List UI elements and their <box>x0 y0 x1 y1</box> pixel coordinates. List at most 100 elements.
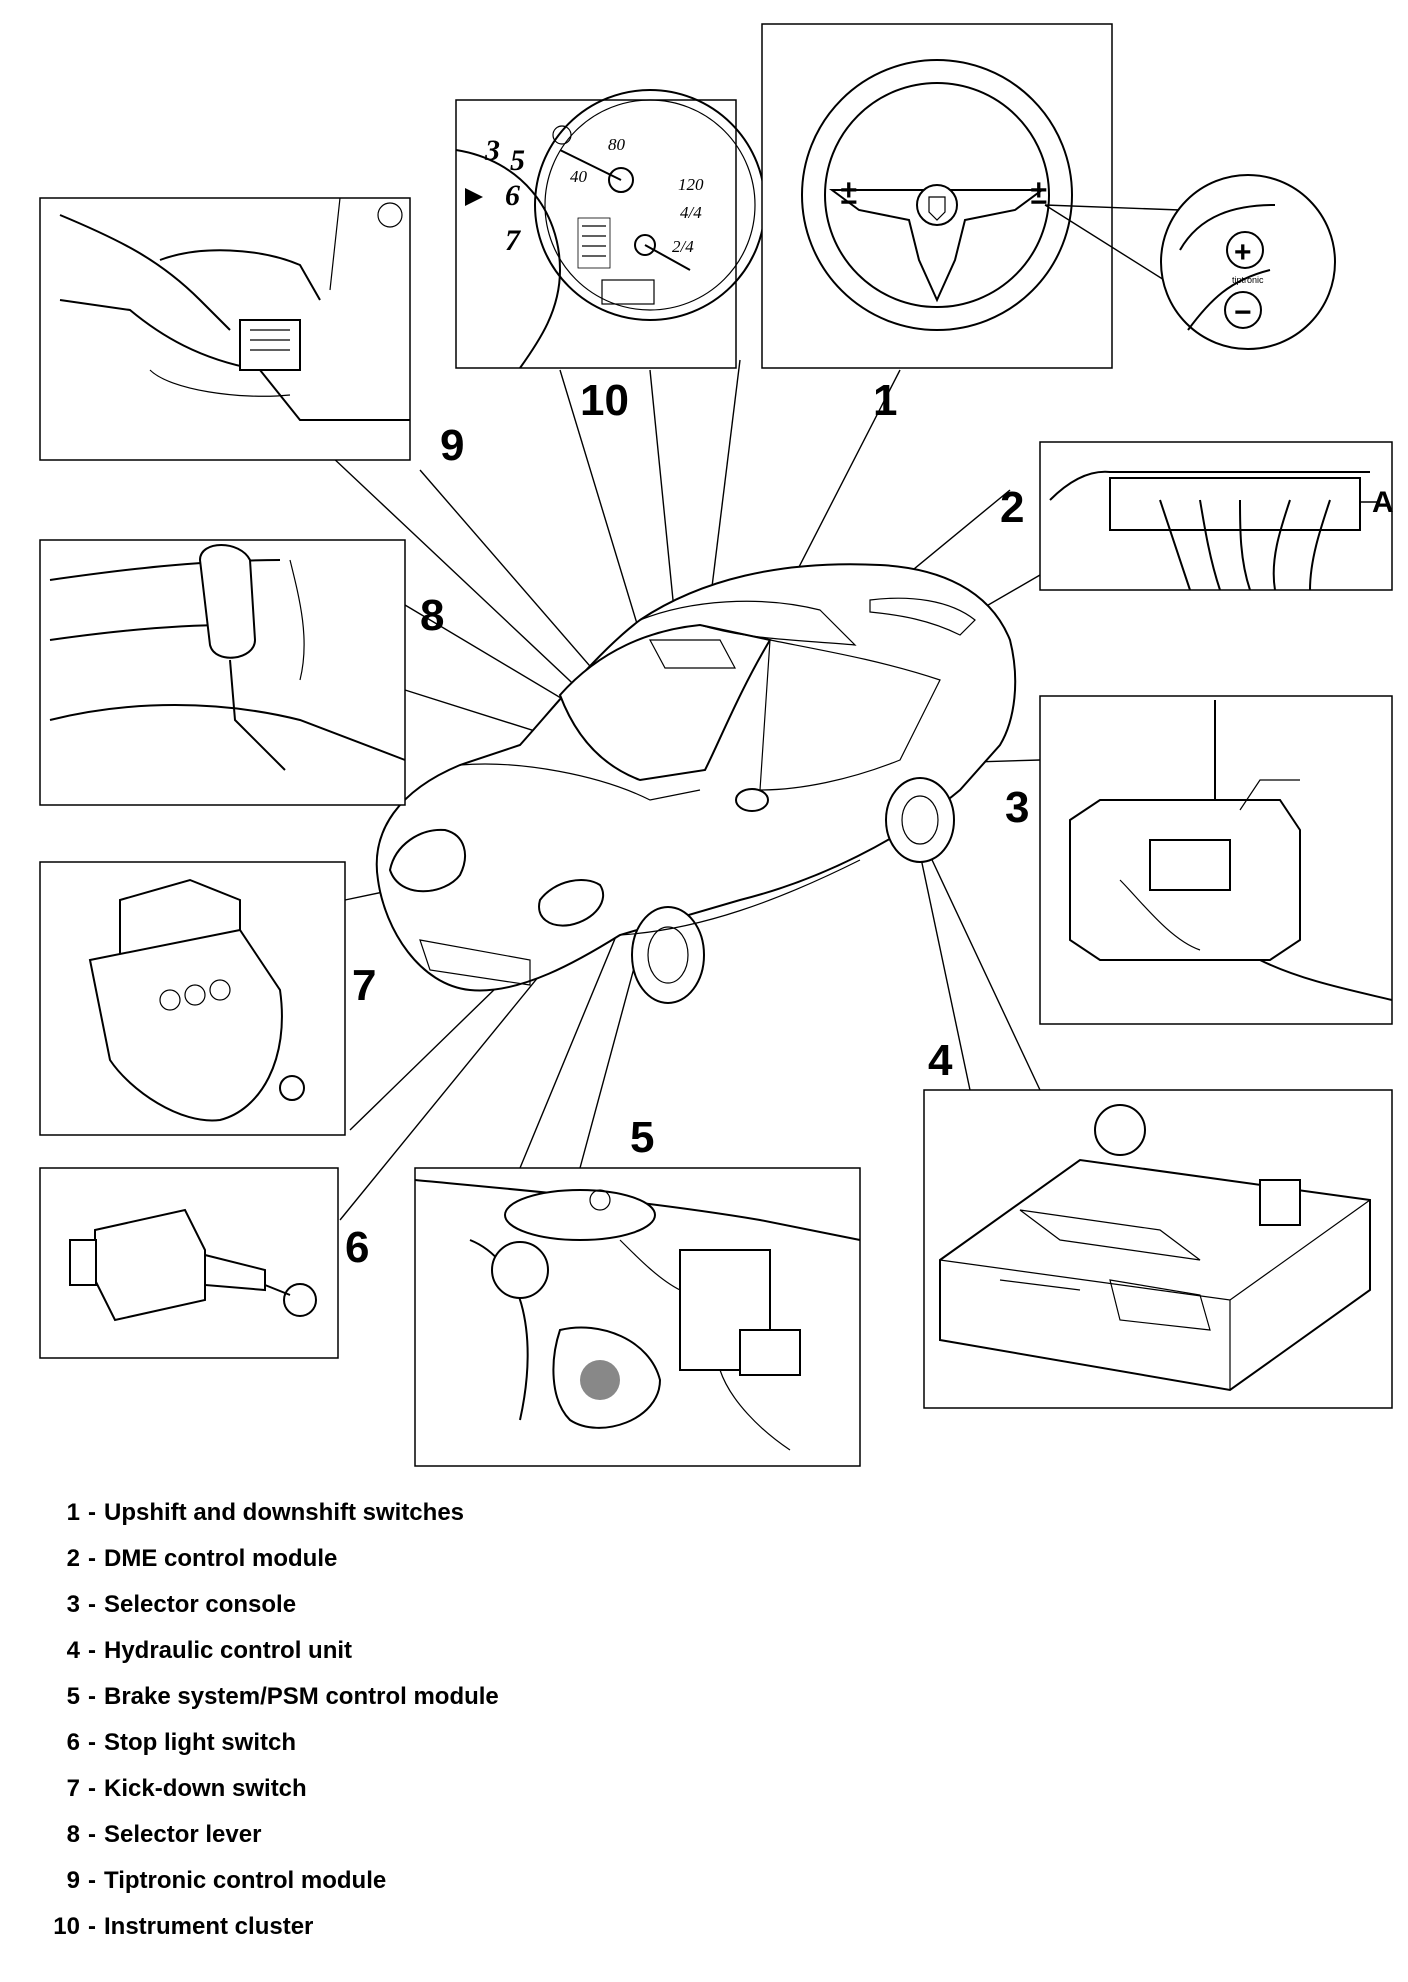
speed-label-40: 40 <box>570 167 588 186</box>
left-minus-label: − <box>840 186 858 219</box>
callout-4: 4 <box>928 1036 953 1085</box>
tachometer-rim <box>455 149 562 369</box>
legend-number: 6 <box>66 1729 80 1756</box>
panel-stop-light-switch: 6 <box>39 1167 369 1359</box>
panel-kickdown-switch: 7 <box>39 861 376 1136</box>
car-rear-hub <box>901 795 939 845</box>
legend-separator: - <box>88 1683 96 1710</box>
car-grille <box>419 939 531 986</box>
legend-number: 9 <box>66 1867 80 1894</box>
detail-shift-switches: + tiptronic − <box>1160 174 1336 350</box>
car-windshield <box>558 623 772 782</box>
car-body <box>375 563 1017 992</box>
leader-4 <box>914 829 971 1091</box>
brake-fluid-reservoir <box>504 1189 656 1241</box>
car-side-mirror <box>735 788 769 812</box>
callout-6: 6 <box>345 1223 369 1272</box>
gauge-label-4-4: 4/4 <box>680 203 702 222</box>
legend-item-2: 2-DME control module <box>30 1536 499 1582</box>
detail-callout-a: A <box>1372 486 1394 519</box>
callout-1: 1 <box>873 376 897 425</box>
steering-wheel-hub <box>916 184 958 226</box>
speed-label-120: 120 <box>678 175 704 194</box>
legend-item-4: 4-Hydraulic control unit <box>30 1628 499 1674</box>
tach-label-7: 7 <box>505 224 521 257</box>
legend-text: Selector lever <box>104 1821 262 1848</box>
legend-number: 1 <box>66 1499 80 1526</box>
leader-4b <box>917 829 1041 1091</box>
odometer-display <box>601 279 655 305</box>
legend-separator: - <box>88 1729 96 1756</box>
car-rear-wheel <box>885 777 955 863</box>
panel-instrument-cluster: 3 5 6 7 40 80 120 4/4 2/4 10 <box>455 89 766 425</box>
legend-separator: - <box>88 1867 96 1894</box>
car-left-headlight <box>388 828 466 893</box>
psm-connector <box>739 1329 801 1376</box>
legend-text: Selector console <box>104 1591 297 1618</box>
panel-brake-psm-module: 5 <box>414 1113 861 1467</box>
car-front-hub <box>647 926 689 984</box>
steering-wheel-spokes <box>828 189 1046 303</box>
dme-module-housing <box>1109 477 1361 531</box>
legend-separator: - <box>88 1913 96 1940</box>
legend-item-7: 7-Kick-down switch <box>30 1766 499 1812</box>
component-location-diagram: 3 5 6 7 40 80 120 4/4 2/4 10 + − + − 1 <box>39 23 1394 1467</box>
legend-item-1: 1-Upshift and downshift switches <box>30 1490 499 1536</box>
console-connector <box>1149 839 1231 891</box>
stop-switch-plunger <box>204 1253 266 1292</box>
legend-separator: - <box>88 1545 96 1572</box>
kickdown-housing <box>88 928 283 1122</box>
callout-3: 3 <box>1005 783 1029 832</box>
right-plus-label: + <box>1030 174 1048 207</box>
crest-icon <box>928 196 946 221</box>
legend-item-5: 5-Brake system/PSM control module <box>30 1674 499 1720</box>
legend-item-10: 10-Instrument cluster <box>30 1904 499 1950</box>
legend-text: DME control module <box>104 1545 338 1572</box>
car-front-wheel <box>631 906 705 1004</box>
panel-selector-lever: 8 <box>39 539 444 806</box>
panel-dme-module: A 2 <box>1000 441 1394 591</box>
stop-switch-body <box>94 1208 206 1322</box>
legend-text: Stop light switch <box>104 1729 296 1756</box>
valve-body-connector <box>1259 1179 1301 1226</box>
warning-lamp-icon <box>552 125 572 145</box>
legend-text: Instrument cluster <box>104 1913 314 1940</box>
plus-switch-label: + <box>1234 236 1252 269</box>
callout-8: 8 <box>420 591 444 640</box>
legend-text: Tiptronic control module <box>104 1867 387 1894</box>
tach-label-3: 3 <box>484 134 500 167</box>
tach-label-5: 5 <box>510 144 525 177</box>
steering-wheel-rim <box>801 59 1073 331</box>
panel-steering-wheel: + − + − 1 <box>761 23 1181 425</box>
panel-hydraulic-control-unit: 4 <box>923 1036 1393 1409</box>
car-roof <box>639 600 857 646</box>
legend-item-8: 8-Selector lever <box>30 1812 499 1858</box>
plus-switch-button <box>1226 231 1264 269</box>
legend-number: 5 <box>66 1683 80 1710</box>
dme-connectors <box>1159 499 1331 591</box>
legend-item-3: 3-Selector console <box>30 1582 499 1628</box>
legend-separator: - <box>88 1821 96 1848</box>
speedometer-needle <box>559 149 622 181</box>
legend-number: 3 <box>66 1591 80 1618</box>
legend-separator: - <box>88 1775 96 1802</box>
selector-gate <box>229 659 286 771</box>
legend-number: 10 <box>53 1913 80 1940</box>
legend-separator: - <box>88 1591 96 1618</box>
car-rear-spoiler <box>869 597 976 636</box>
car-hood-edge <box>459 763 701 801</box>
callout-9: 9 <box>440 421 464 470</box>
legend-text: Hydraulic control unit <box>104 1637 353 1664</box>
legend-text: Kick-down switch <box>104 1775 307 1802</box>
right-minus-label: − <box>1030 186 1048 219</box>
legend-text: Brake system/PSM control module <box>104 1683 499 1710</box>
legend-text: Upshift and downshift switches <box>104 1499 465 1526</box>
valve-body-solenoid <box>1094 1104 1146 1156</box>
legend-number: 8 <box>66 1821 80 1848</box>
stop-switch-terminals <box>69 1239 97 1286</box>
legend-number: 4 <box>66 1637 80 1664</box>
panel-selector-console: 3 <box>1005 695 1393 1025</box>
legend-item-9: 9-Tiptronic control module <box>30 1858 499 1904</box>
tach-label-6: 6 <box>505 179 520 212</box>
